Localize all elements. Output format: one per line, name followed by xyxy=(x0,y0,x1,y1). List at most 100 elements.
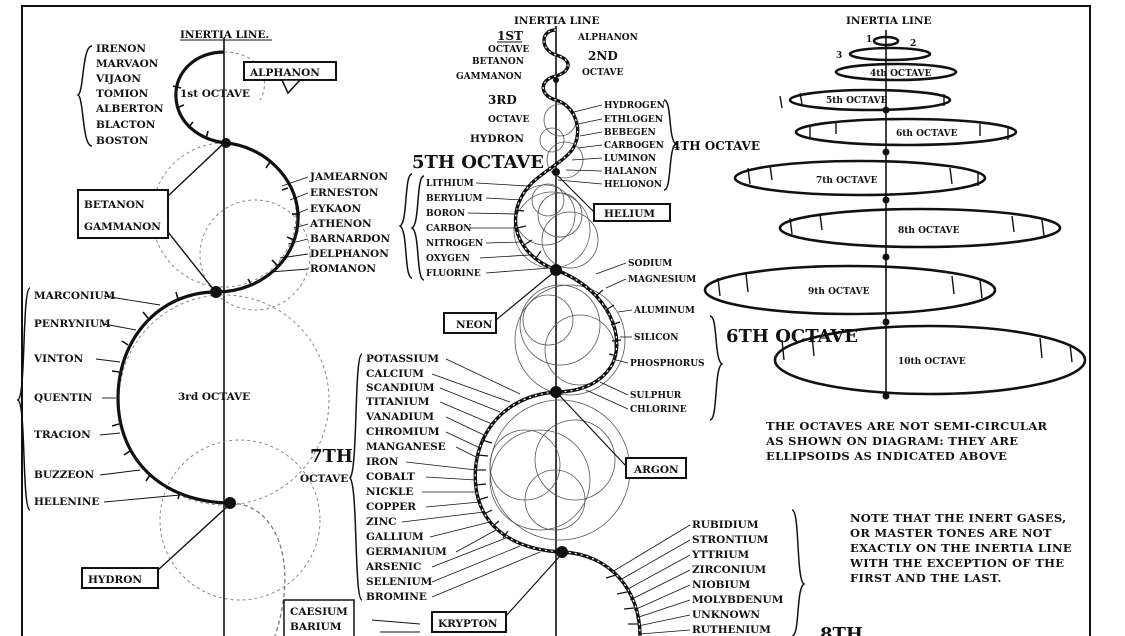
left-group-a: IRENON MARVAON VIJAON TOMION ALBERTON BL… xyxy=(95,43,164,147)
note-line: OR MASTER TONES ARE NOT xyxy=(850,526,1052,540)
list-item: LITHIUM xyxy=(426,179,474,189)
list-item: TOMION xyxy=(96,88,149,100)
list-item: QUENTIN xyxy=(34,392,93,404)
octave-label-9: 9th OCTAVE xyxy=(808,287,870,297)
list-item: POTASSIUM xyxy=(366,353,439,365)
list-item: MARVAON xyxy=(96,58,159,70)
list-item: PENRYNIUM xyxy=(34,318,111,330)
list-item: PHOSPHORUS xyxy=(630,359,705,369)
list-item: NICKLE xyxy=(366,486,413,498)
list-item: TRACION xyxy=(34,429,91,441)
diagram-frame xyxy=(21,5,1091,636)
octave-label-8: 8th OCTAVE xyxy=(898,226,960,236)
octave-label-10: 10th OCTAVE xyxy=(898,357,966,367)
list-item: SCANDIUM xyxy=(366,382,435,394)
note-line: ELLIPSOIDS AS INDICATED ABOVE xyxy=(766,449,1007,463)
list-item: GAMMANON xyxy=(84,221,161,233)
list-item: IRON xyxy=(366,456,399,468)
alphanon-box: ALPHANON xyxy=(249,67,320,79)
list-item: STRONTIUM xyxy=(692,534,769,546)
third-octave-num: 3RD xyxy=(488,93,517,107)
middle-betanon: BETANON xyxy=(472,57,524,67)
list-item: UNKNOWN xyxy=(692,609,760,621)
left-group-d: MARCONIUM PENRYNIUM VINTON QUENTIN TRACI… xyxy=(33,290,116,508)
right-octave-labels: 4th OCTAVE 5th OCTAVE 6th OCTAVE 7th OCT… xyxy=(808,69,966,367)
list-item: CAESIUM xyxy=(290,606,348,618)
note-line: WITH THE EXCEPTION OF THE xyxy=(849,556,1064,570)
list-item: NITROGEN xyxy=(426,239,483,249)
middle-inertia-label: INERTIA LINE xyxy=(514,15,599,27)
list-item: ALBERTON xyxy=(95,103,164,115)
list-item: FLUORINE xyxy=(426,269,481,279)
list-item: BARNARDON xyxy=(310,233,390,245)
ellipse-num-2: 2 xyxy=(910,39,916,49)
list-item: SULPHUR xyxy=(630,391,682,401)
list-item: CARBON xyxy=(426,224,471,234)
period-three-list: SODIUM MAGNESIUM ALUMINUM SILICON PHOSPH… xyxy=(628,259,705,415)
octave-label-7: 7th OCTAVE xyxy=(816,176,878,186)
second-octave-num: 2ND xyxy=(588,49,618,63)
neon-box: NEON xyxy=(456,319,493,331)
list-item: BERYLIUM xyxy=(426,194,482,204)
list-item: BEBEGEN xyxy=(604,128,656,138)
helium-box: HELIUM xyxy=(604,208,655,220)
fifth-octave-label: 5TH OCTAVE xyxy=(412,152,544,173)
ellipsoid-note: THE OCTAVES ARE NOT SEMI-CIRCULAR AS SHO… xyxy=(765,419,1048,463)
ellipse-num-1: 1 xyxy=(866,35,872,45)
list-item: BORON xyxy=(426,209,465,219)
first-octave-num: 1ST xyxy=(497,29,523,43)
list-item: ZIRCONIUM xyxy=(692,564,766,576)
list-item: HALANON xyxy=(604,167,657,177)
left-first-octave: 1st OCTAVE xyxy=(180,88,250,100)
list-item: IRENON xyxy=(96,43,146,55)
list-item: MOLYBDENUM xyxy=(692,594,784,606)
middle-spiral-ticks xyxy=(475,209,638,625)
list-item: VANADIUM xyxy=(365,411,434,423)
right-ellipses xyxy=(703,35,1087,396)
argon-box: ARGON xyxy=(633,464,679,476)
middle-alphanon: ALPHANON xyxy=(577,33,638,43)
list-item: RUTHENIUM xyxy=(692,624,771,636)
note-line: FIRST AND THE LAST. xyxy=(850,571,1002,585)
note-line: AS SHOWN ON DIAGRAM: THEY ARE xyxy=(765,434,1018,448)
seventh-octave-num: 7TH xyxy=(310,446,353,467)
left-spiral xyxy=(116,50,300,505)
octave-label-4: 4th OCTAVE xyxy=(870,69,932,79)
list-item: ARSENIC xyxy=(365,561,421,573)
list-item: BUZZEON xyxy=(34,469,95,481)
left-group-c: JAMEARNON ERNESTON EYKAON ATHENON BARNAR… xyxy=(309,171,390,275)
seventh-octave-word: OCTAVE xyxy=(300,473,348,485)
list-item: ROMANON xyxy=(310,263,376,275)
list-item: MAGNESIUM xyxy=(628,275,696,285)
list-item: JAMEARNON xyxy=(309,171,388,183)
list-item: DELPHANON xyxy=(310,248,389,260)
octave-label-6: 6th OCTAVE xyxy=(896,129,958,139)
list-item: CALCIUM xyxy=(366,368,424,380)
list-item: TITANIUM xyxy=(366,396,430,408)
sixth-octave-num: 6TH OCTAVE xyxy=(726,326,858,347)
list-item: RUBIDIUM xyxy=(692,519,759,531)
list-item: BARIUM xyxy=(290,621,342,633)
list-item: GERMANIUM xyxy=(366,546,447,558)
second-octave-word: OCTAVE xyxy=(582,68,624,78)
list-item: MANGANESE xyxy=(366,441,446,453)
list-item: SODIUM xyxy=(628,259,672,269)
octave-label-5: 5th OCTAVE xyxy=(826,96,888,106)
list-item: CARBOGEN xyxy=(604,141,664,151)
list-item: EYKAON xyxy=(310,203,361,215)
list-item: ERNESTON xyxy=(310,187,379,199)
period-five-list: RUBIDIUM STRONTIUM YTTRIUM ZIRCONIUM NIO… xyxy=(691,519,784,636)
list-item: CHROMIUM xyxy=(366,426,440,438)
left-spiral-ticks xyxy=(111,85,300,500)
third-octave-word: OCTAVE xyxy=(488,115,530,125)
list-item: NIOBIUM xyxy=(692,579,751,591)
note-line: THE OCTAVES ARE NOT SEMI-CIRCULAR xyxy=(766,419,1048,433)
krypton-box: KRYPTON xyxy=(438,618,498,630)
middle-hydron: HYDRON xyxy=(470,133,524,145)
right-diagram: INERTIA LINE 1 2 3 xyxy=(703,15,1087,400)
period-two-list: LITHIUM BERYLIUM BORON CARBON NITROGEN O… xyxy=(426,179,483,279)
list-item: SILICON xyxy=(634,333,678,343)
note-line: NOTE THAT THE INERT GASES, xyxy=(850,511,1066,525)
middle-diagram: INERTIA LINE xyxy=(283,15,863,636)
list-item: HELIONON xyxy=(604,180,662,190)
